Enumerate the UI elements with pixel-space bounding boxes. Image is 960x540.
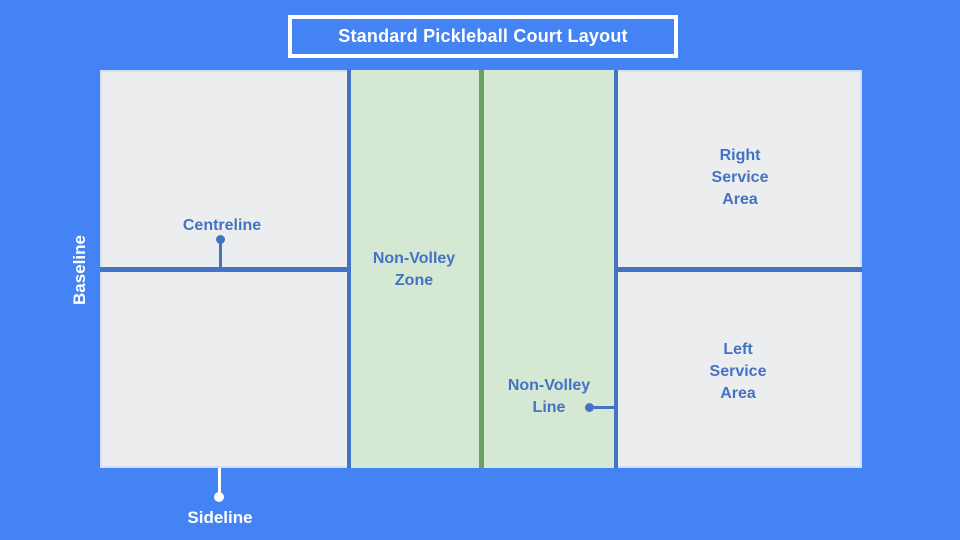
right-service-area-label-line2: Service — [711, 169, 769, 186]
non-volley-line-label-line2: Line — [532, 399, 566, 416]
centreline-pointer-dot — [216, 235, 225, 244]
right-service-area-label-line3: Area — [722, 191, 758, 208]
left-service-area-label-line2: Service — [709, 363, 767, 380]
centreline-pointer-line — [219, 240, 222, 267]
sideline-pointer-line — [218, 468, 221, 495]
diagram-title-box: Standard Pickleball Court Layout — [288, 15, 678, 58]
baseline-label: Baseline — [70, 235, 89, 305]
centerline-right-segment — [618, 267, 862, 272]
non-volley-zone-label-line2: Zone — [394, 272, 434, 289]
centreline-label: Centreline — [182, 217, 262, 234]
left-service-area-label-line1: Left — [723, 341, 753, 358]
diagram-title: Standard Pickleball Court Layout — [338, 26, 628, 46]
non-volley-line-label-line1: Non-Volley — [507, 377, 591, 394]
non-volley-zone-label: Non-Volley Zone — [373, 248, 455, 292]
non-volley-line-pointer-dot — [585, 403, 594, 412]
left-service-area-label-line3: Area — [720, 385, 756, 402]
right-service-area-label-line1: Right — [719, 147, 761, 164]
sideline-label: Sideline — [187, 508, 253, 527]
non-volley-line-pointer-line — [592, 406, 618, 409]
sideline-pointer-dot — [214, 492, 224, 502]
centerline-left-segment — [100, 267, 347, 272]
left-service-area-label: Left Service Area — [710, 339, 767, 405]
non-volley-line-label: Non-Volley Line — [508, 375, 590, 419]
non-volley-zone-label-line1: Non-Volley — [372, 250, 456, 267]
right-service-area-label: Right Service Area — [712, 145, 769, 211]
net-line — [479, 70, 484, 468]
